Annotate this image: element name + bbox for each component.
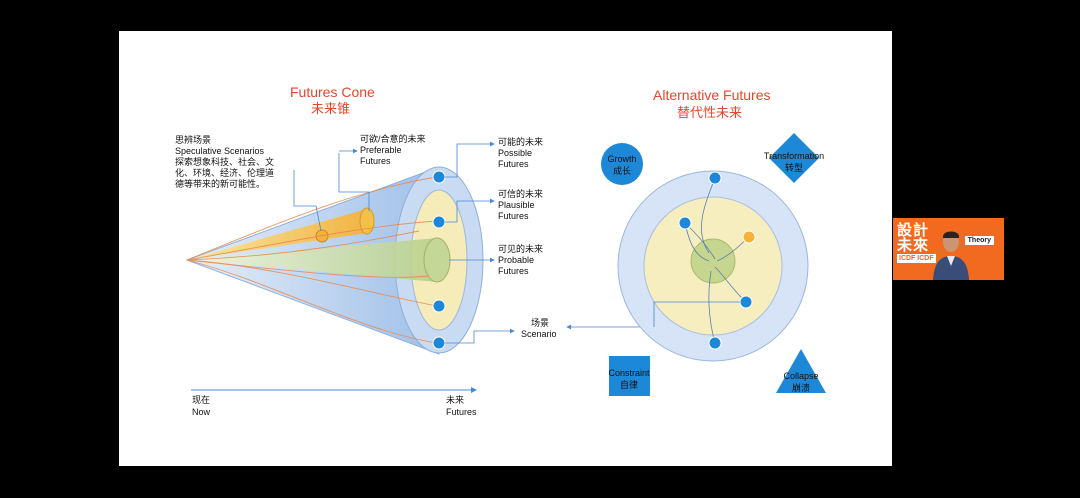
scenario-lines [186,176,438,344]
cone-leaders [293,141,515,344]
futures-cone [185,166,484,355]
svg-text:转型: 转型 [785,162,803,173]
svg-text:自律: 自律 [620,379,638,390]
probable-label: 可见的未来 Probable Futures [498,243,543,276]
cone-dots [432,170,446,350]
svg-text:现在: 现在 [192,394,210,405]
plausible-label: 可信的未来 Plausible Futures [498,188,543,221]
cone-title-en: Futures Cone [290,84,375,100]
webcam-tag: Theory [964,236,994,245]
alt-title-en: Alternative Futures [653,87,771,103]
svg-text:可见的未来: 可见的未来 [498,243,543,254]
alt-inner-circle [690,238,736,284]
growth-node: Growth 成长 [601,143,643,185]
svg-text:Possible: Possible [498,148,532,158]
svg-text:德等带来的新可能性。: 德等带来的新可能性。 [175,178,265,189]
probable-disc [423,237,451,283]
constraint-node: Constraint 自律 [608,356,650,396]
svg-text:成长: 成长 [613,165,631,176]
preferable-disc [359,207,375,235]
svg-text:思辨场景: 思辨场景 [175,134,211,145]
svg-text:未来: 未来 [446,394,464,405]
alt-scenario-leader [653,301,740,327]
svg-text:Speculative Scenarios: Speculative Scenarios [175,146,265,156]
svg-text:崩溃: 崩溃 [792,382,810,393]
svg-text:可欲/合意的未来: 可欲/合意的未来 [360,133,426,144]
svg-text:Scenario: Scenario [521,329,557,339]
alt-title-cn: 替代性未来 [677,105,742,120]
presenter-avatar [933,231,969,280]
alternative-futures [617,170,809,362]
cone-title-cn: 未来锥 [311,101,350,116]
collapse-node: Collapse 崩溃 [776,349,826,393]
preferable-cone [187,209,367,260]
svg-text:Plausible: Plausible [498,200,535,210]
diagram-canvas: Futures Cone 未来锥 思辨场景 Speculative Scenar… [175,84,826,417]
webcam-overlay: 設計 未來 ICDF ICDF Theory [893,218,1004,280]
speculative-label: 思辨场景 Speculative Scenarios 探索想象科技、社会、文 化… [175,134,274,189]
svg-text:Constraint: Constraint [608,368,650,378]
preferable-label: 可欲/合意的未来 Preferable Futures [360,133,426,166]
svg-text:Growth: Growth [607,154,636,164]
webcam-logo: 設計 未來 [897,222,930,254]
svg-text:Probable: Probable [498,255,534,265]
scenario-label: 场景 Scenario [521,318,557,339]
svg-text:Futures: Futures [360,156,391,166]
probable-cone [187,238,437,282]
possible-label: 可能的未来 Possible Futures [498,136,543,169]
now-label: 现在 Now [192,394,211,417]
svg-text:Futures: Futures [498,159,529,169]
svg-text:可能的未来: 可能的未来 [498,136,543,147]
alt-dots [678,171,756,350]
svg-text:探索想象科技、社会、文: 探索想象科技、社会、文 [175,156,274,167]
svg-text:化、环境、经济、伦理道: 化、环境、经济、伦理道 [175,167,274,178]
svg-text:Futures: Futures [498,266,529,276]
svg-text:Futures: Futures [446,407,477,417]
futures-label: 未来 Futures [446,394,477,417]
svg-text:Futures: Futures [498,211,529,221]
svg-text:Preferable: Preferable [360,145,402,155]
svg-text:可信的未来: 可信的未来 [498,188,543,199]
webcam-badge: ICDF ICDF [897,254,936,263]
transformation-node: Transformation 转型 [764,133,824,183]
svg-text:场景: 场景 [531,318,549,328]
svg-text:Collapse: Collapse [783,371,818,381]
slide: Futures Cone 未来锥 思辨场景 Speculative Scenar… [119,31,892,466]
svg-text:Transformation: Transformation [764,151,824,161]
svg-text:Now: Now [192,407,211,417]
